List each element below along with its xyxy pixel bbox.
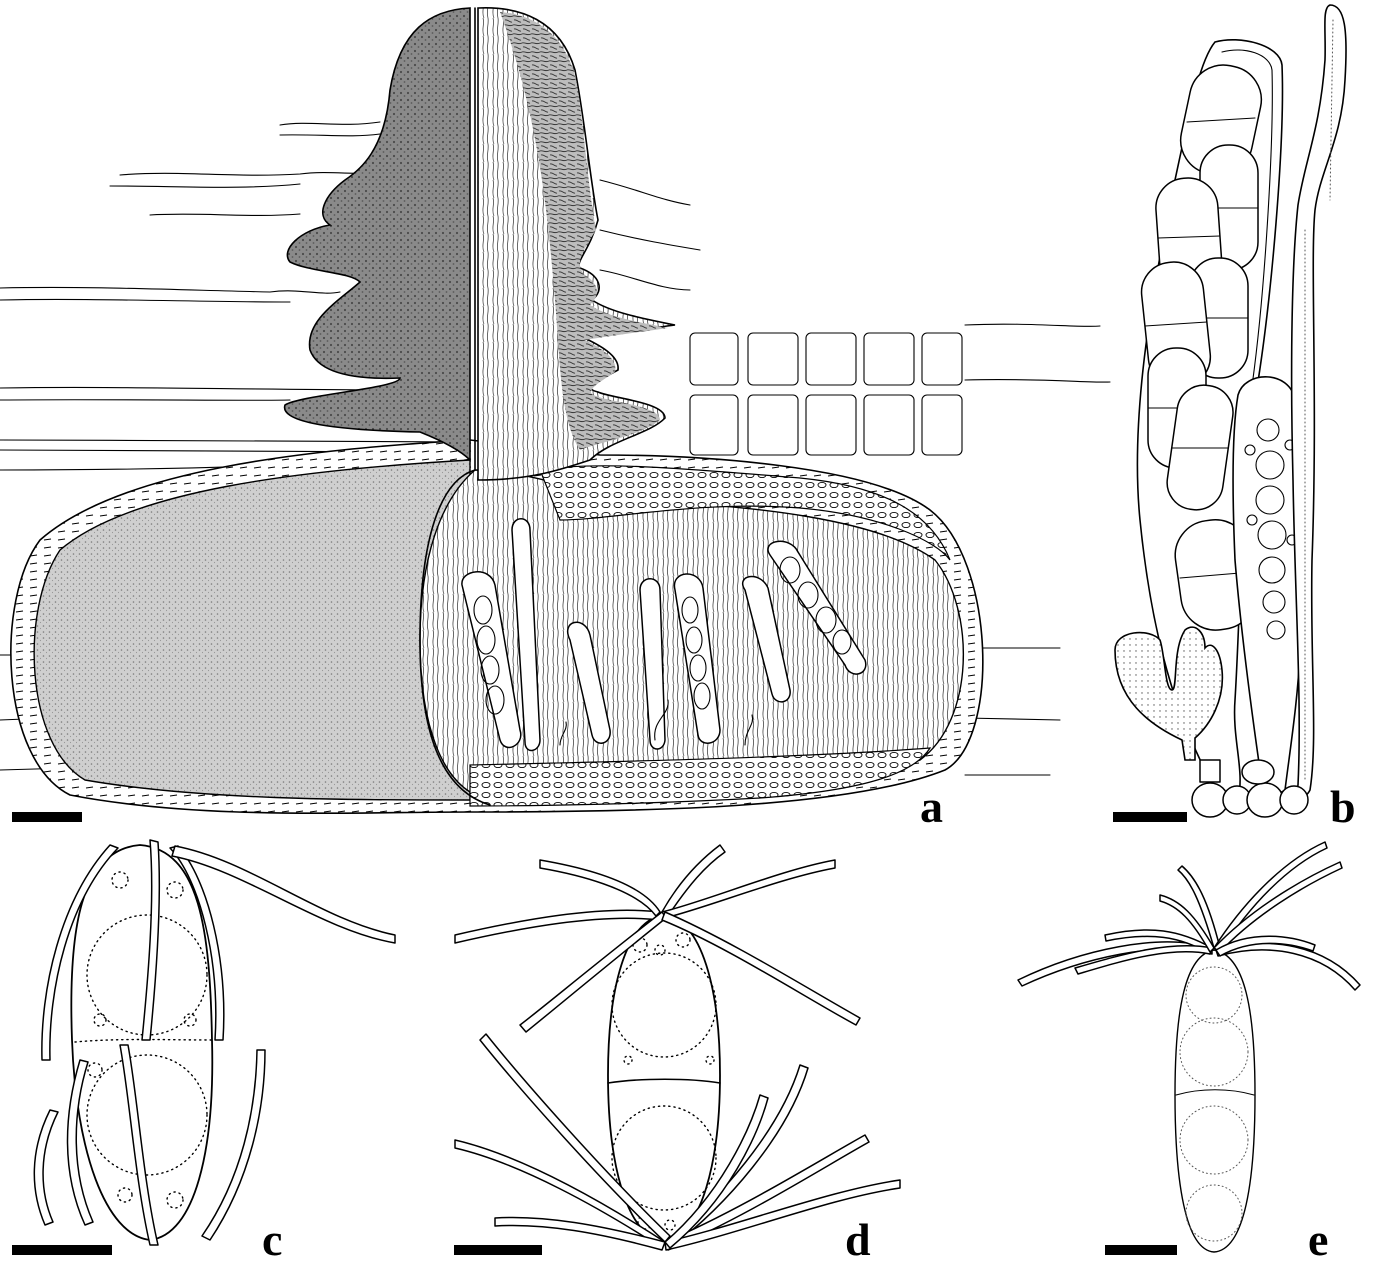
panel-a-ascoma-section: a (0, 7, 1111, 832)
appendages-d (454, 844, 901, 1251)
panel-label-a: a (920, 781, 943, 832)
section-divider-line (419, 7, 491, 806)
ascospore-e-body (1174, 949, 1256, 1253)
scale-bar-e (1105, 1245, 1177, 1255)
scale-bar-b (1113, 812, 1187, 822)
paraphysis (1290, 4, 1347, 798)
ascoma-cortex-band (539, 465, 951, 561)
panel-label-d: d (845, 1214, 871, 1265)
panel-c-ascospore: c (12, 839, 396, 1265)
scale-bar-d (454, 1245, 542, 1255)
scale-bar-c (12, 1245, 112, 1255)
young-ascus (1114, 626, 1224, 761)
appendages-e (1017, 841, 1361, 991)
scale-bar-a (12, 812, 82, 822)
panel-label-e: e (1308, 1214, 1328, 1265)
appendages-c (33, 839, 396, 1246)
panel-b-asci-paraphyses: b (1113, 4, 1356, 832)
host-cells (689, 332, 963, 456)
panel-label-c: c (262, 1214, 282, 1265)
basal-cells (1191, 759, 1309, 818)
panel-label-b: b (1330, 781, 1356, 832)
panel-d-ascospore: d (454, 844, 901, 1265)
ascospores (1140, 64, 1263, 631)
panel-e-ascospore: e (1017, 841, 1361, 1265)
stroma-left-dark (283, 7, 471, 462)
ascoma-left-face (33, 459, 471, 801)
host-tissue-lines (0, 121, 1111, 776)
ascoma-base-layer (469, 747, 932, 807)
stroma-right-cortex (500, 12, 668, 450)
asci-group (461, 518, 867, 752)
